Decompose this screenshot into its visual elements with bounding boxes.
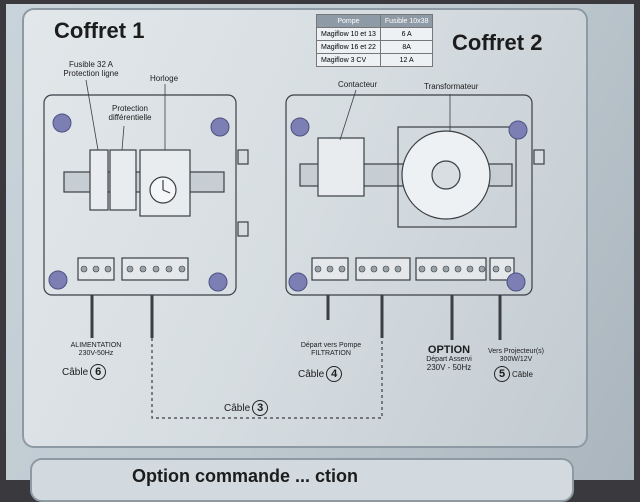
bottom-card-title: Option commande ... ction xyxy=(132,466,359,486)
depart-pompe-label: Départ vers Pompe FILTRATION xyxy=(298,342,364,358)
coffret2-terminal-c xyxy=(415,257,487,281)
table-row: Magiflow 3 CV 12 A xyxy=(316,53,434,67)
cable6-number: 6 xyxy=(90,364,107,380)
cable5-label: 5 Câble xyxy=(494,366,533,382)
coffret2-terminal-d xyxy=(489,257,515,281)
coffret2-title: Coffret 2 xyxy=(452,30,543,55)
protection-diff-line1: Protection xyxy=(111,104,149,113)
option-line1: Départ Asservi xyxy=(426,356,472,363)
cable5-number: 5 xyxy=(494,366,510,382)
projecteur-line1: Vers Projecteur(s) xyxy=(487,348,545,355)
option-title: OPTION xyxy=(427,344,471,356)
fusible-label-line1: Fusible 32 A xyxy=(68,60,114,69)
protection-diff-line2: différentielle xyxy=(108,113,152,122)
coffret2-enclosure xyxy=(285,94,533,296)
table-cell: 6 A xyxy=(379,27,434,41)
table-cell: Magiflow 10 et 13 xyxy=(316,27,381,41)
table-cell: 12 A xyxy=(379,53,434,67)
depart-pompe-line1: Départ vers Pompe xyxy=(300,342,362,349)
transformateur-label: Transformateur xyxy=(424,82,479,91)
cable3-text: Câble xyxy=(224,402,251,414)
wiring-diagram xyxy=(43,94,544,419)
wiring-diagram-card xyxy=(22,8,588,448)
fusible-label-line2: Protection ligne xyxy=(63,69,119,78)
cable6-text: Câble xyxy=(62,366,89,378)
contacteur-module xyxy=(317,137,365,197)
option-line2: 230V - 50Hz xyxy=(426,363,472,372)
contacteur-label: Contacteur xyxy=(338,80,378,89)
table-row: Magiflow 10 et 13 6 A xyxy=(316,27,434,41)
alimentation-line2: 230V-50Hz xyxy=(78,350,114,357)
cable4-number: 4 xyxy=(326,366,343,382)
alimentation-label: ALIMENTATION 230V-50Hz xyxy=(62,342,130,358)
protection-diff-label: Protection différentielle xyxy=(100,104,160,122)
cable3-number: 3 xyxy=(252,400,269,416)
option-block: OPTION Départ Asservi 230V - 50Hz xyxy=(414,344,484,372)
table-cell: Magiflow 16 et 22 xyxy=(316,40,381,54)
cable6-label: Câble 6 xyxy=(62,364,107,380)
fusible-32a xyxy=(89,149,109,211)
fuse-table-header-cell: Pompe xyxy=(316,14,381,28)
fuse-table-header-cell: Fusible 10x38 xyxy=(379,14,434,28)
fuse-table: Pompe Fusible 10x38 Magiflow 10 et 13 6 … xyxy=(316,14,434,67)
protection-differentielle xyxy=(109,149,137,211)
projecteur-line2: 300W/12V xyxy=(499,356,533,363)
fusible-label: Fusible 32 A Protection ligne xyxy=(56,60,126,78)
table-cell: 8A xyxy=(379,40,434,54)
alimentation-line1: ALIMENTATION xyxy=(70,342,122,349)
depart-pompe-line2: FILTRATION xyxy=(311,350,351,357)
cable5-text: Câble xyxy=(512,369,533,379)
cable4-label: Câble 4 xyxy=(298,366,343,382)
table-cell: Magiflow 3 CV xyxy=(316,53,381,67)
horloge-label: Horloge xyxy=(150,74,179,83)
cable3-label: Câble 3 xyxy=(224,400,269,416)
cable3-path xyxy=(151,338,383,419)
cable4-text: Câble xyxy=(298,368,325,380)
table-row: Magiflow 16 et 22 8A xyxy=(316,40,434,54)
fuse-table-header: Pompe Fusible 10x38 xyxy=(316,14,434,28)
projecteur-label: Vers Projecteur(s) 300W/12V xyxy=(480,348,552,364)
coffret1-title: Coffret 1 xyxy=(54,18,145,43)
coffret1-enclosure xyxy=(43,94,237,296)
